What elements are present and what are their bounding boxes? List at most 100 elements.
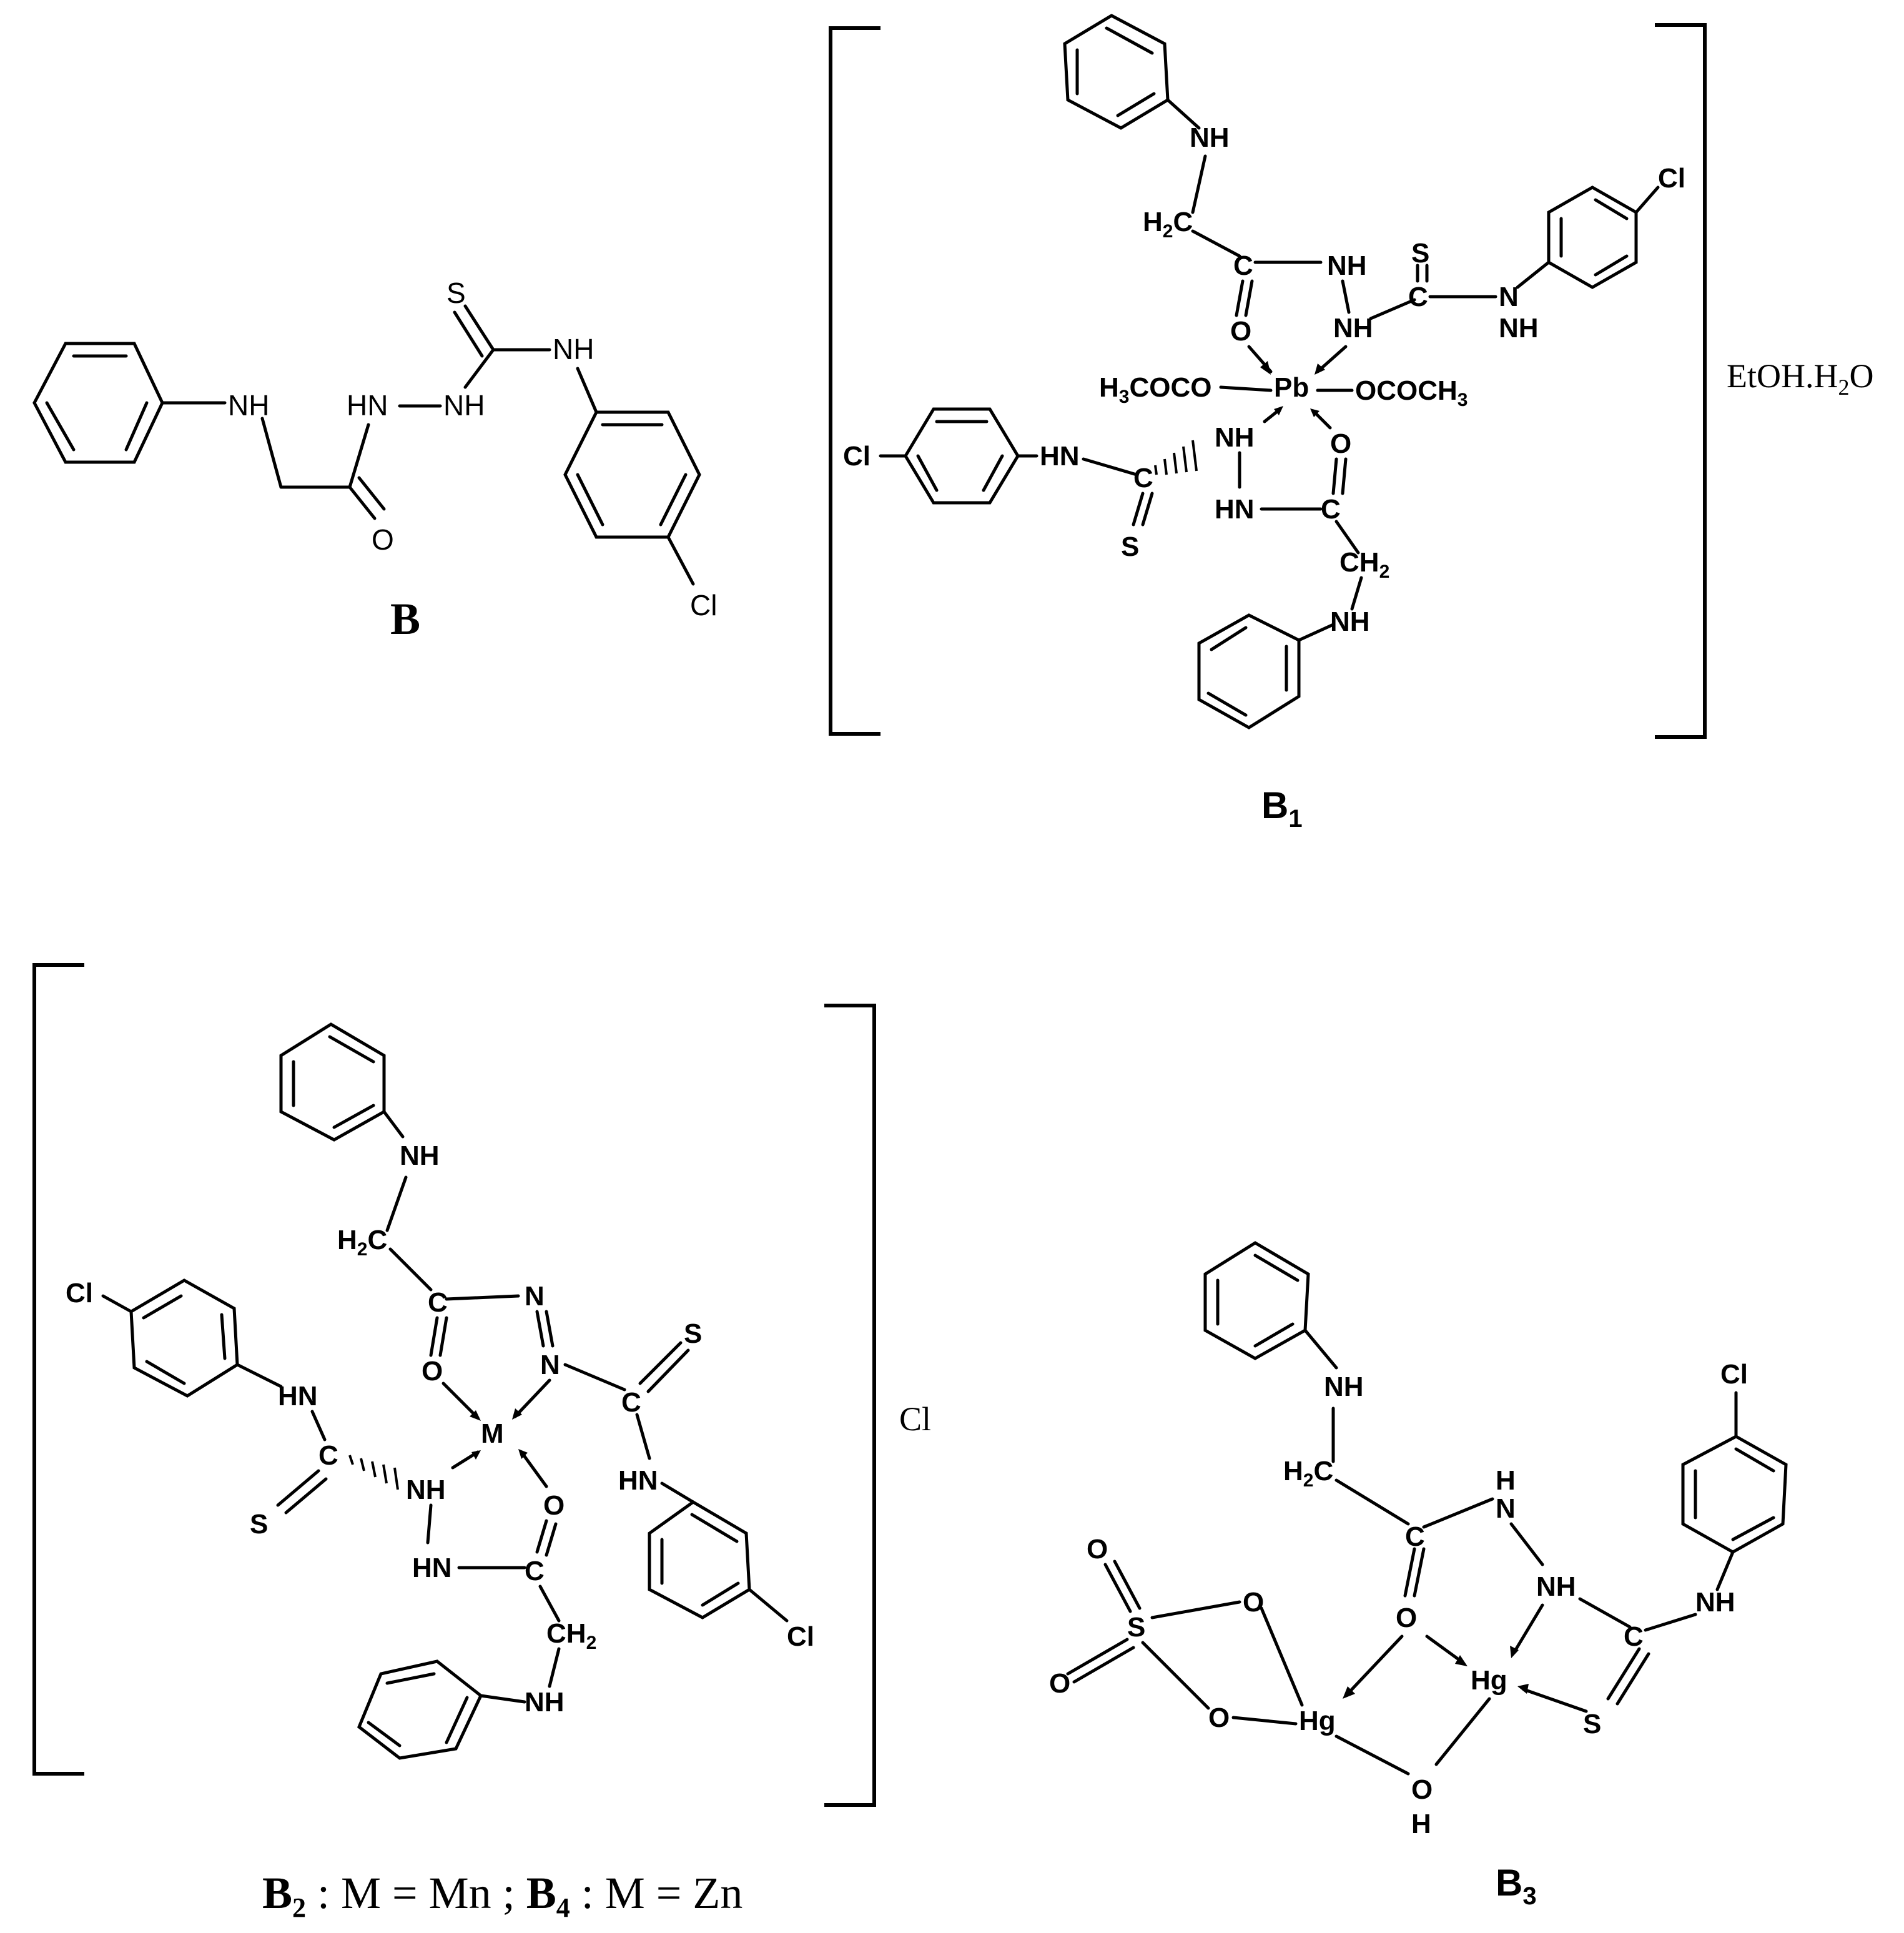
hydrazide-nh-b: NH (1333, 313, 1373, 344)
thione-c-right-b2: C (621, 1387, 641, 1418)
hydrazide-hn: HN (347, 389, 388, 422)
counter-ion-cl: Cl (899, 1400, 931, 1438)
sulfate-o-bottom: O (1208, 1703, 1230, 1733)
thione-s-top: S (1411, 238, 1429, 269)
amine-nh-top-b2: NH (400, 1140, 440, 1171)
phenyl-ring-top-b2 (279, 1022, 386, 1142)
mercury-hg-left: Hg (1299, 1706, 1336, 1736)
thione-s-right-b2: S (684, 1318, 702, 1349)
chloro-cl-left: Cl (843, 441, 871, 472)
chloro-cl: Cl (690, 589, 717, 621)
methylene-h2c-b2: H2C (337, 1225, 387, 1260)
chloro-cl-right: Cl (1658, 163, 1685, 194)
structure-b1: NH H2C C NH O NH C S N NH Cl Pb (829, 14, 1873, 833)
phenyl-ring (32, 342, 164, 464)
thiourea-hn-left-b2: HN (278, 1381, 318, 1411)
hydroxo-o: O (1411, 1774, 1433, 1805)
thione-c-left-b2: C (318, 1440, 338, 1471)
chlorophenyl-ring-right-b2 (648, 1500, 751, 1619)
phenyl-ring-bottom (1197, 613, 1301, 729)
structure-b2-b4: NH H2C C N N O C S HN Cl M (32, 963, 931, 1923)
amine-nh-top: NH (1190, 122, 1230, 153)
carbonyl-o2-b2: O (543, 1490, 565, 1521)
amine-nh-top-b3: NH (1324, 1372, 1364, 1402)
carbonyl-c-top: C (1233, 250, 1253, 281)
thiourea-nh: NH (553, 333, 594, 365)
structure-b3-caption: B3 (1496, 1862, 1537, 1910)
thione-s: S (446, 277, 466, 309)
carbonyl-o-top: O (1230, 316, 1251, 347)
methylene-ch2-b2: CH2 (546, 1618, 596, 1653)
thiourea-n-right: N (1499, 282, 1519, 312)
thione-c-mid: C (1133, 463, 1153, 493)
hydrazide-n-b3: N (1496, 1493, 1516, 1524)
structure-b: NH O HN NH S NH Cl B (32, 277, 717, 644)
thione-c-top: C (1408, 282, 1428, 312)
carbonyl-c-b2: C (428, 1287, 448, 1318)
structure-b-caption: B (390, 594, 420, 644)
right-bracket-b2 (824, 1004, 876, 1807)
hydrazide-nh2-b3: NH (1536, 1571, 1576, 1602)
sulfate-o-top: O (1087, 1534, 1108, 1565)
thione-s-left-b2: S (250, 1509, 268, 1540)
phenyl-ring-top (1063, 14, 1170, 130)
azo-n1: N (525, 1281, 545, 1312)
carbonyl-c2-b2: C (525, 1556, 545, 1586)
hydrazide-nh-a: NH (1327, 250, 1367, 281)
acetate-right: OCOCH3 (1355, 375, 1467, 410)
carbonyl-c-bottom: C (1321, 494, 1341, 525)
sulfate-o-right: O (1243, 1587, 1264, 1618)
chloro-cl-left-b2: Cl (66, 1278, 93, 1308)
left-bracket-b2 (32, 963, 84, 1776)
phenyl-ring-bottom-b2 (357, 1659, 483, 1760)
carbonyl-o-b3: O (1396, 1603, 1417, 1633)
solvate-label: EtOH.H2O (1727, 357, 1873, 400)
lead-pb: Pb (1274, 372, 1309, 403)
thione-c-b3: C (1624, 1621, 1644, 1652)
hashed-wedge-bond (1154, 440, 1198, 475)
thiourea-hn-left: HN (1040, 441, 1080, 472)
methylene-ch2: CH2 (1339, 547, 1389, 582)
chlorophenyl-ring-left-b2 (129, 1278, 239, 1398)
chlorophenyl-ring-left (904, 407, 1020, 505)
amine-nh-bottom: NH (1330, 606, 1370, 637)
hydrazide-h-b3: H (1496, 1465, 1516, 1496)
chlorophenyl-ring (563, 410, 701, 539)
amine-nh: NH (228, 389, 269, 422)
hydrazide-hn-d: HN (1215, 494, 1255, 525)
thiourea-hn-right-b2: HN (618, 1465, 658, 1496)
right-bracket (1655, 23, 1707, 739)
hydrazide-nh-c: NH (1215, 422, 1255, 453)
metal-m: M (481, 1418, 504, 1449)
thione-s-bottom: S (1121, 531, 1139, 562)
sulfate-s: S (1127, 1612, 1145, 1643)
carbonyl-c-b3: C (1405, 1521, 1425, 1552)
structure-b3: NH H2C C H N NH O C NH Cl Hg Hg (1049, 1241, 1788, 1910)
mercury-hg-right: Hg (1471, 1665, 1507, 1696)
amine-nh-bottom-b2: NH (525, 1687, 565, 1718)
structure-b1-caption: B1 (1261, 784, 1303, 833)
thione-s-b3: S (1583, 1709, 1601, 1739)
chloro-cl-b3: Cl (1720, 1359, 1748, 1390)
hydrazide-nh-c-b2: NH (406, 1475, 446, 1505)
carbonyl-o-bottom: O (1330, 428, 1351, 459)
chlorophenyl-ring-b3 (1681, 1435, 1788, 1554)
structure-b2-b4-caption: B2 : M = Mn ; B4 : M = Zn (262, 1868, 742, 1923)
chlorophenyl-ring-right (1547, 185, 1638, 289)
hydrazide-hn-d-b2: HN (412, 1553, 452, 1583)
thiourea-h-right: NH (1499, 313, 1539, 344)
hashed-wedge-bond-b2 (348, 1455, 399, 1490)
methylene-h2c-b3: H2C (1283, 1456, 1333, 1491)
chloro-cl-right-b2: Cl (787, 1621, 814, 1652)
phenyl-ring-top-b3 (1203, 1241, 1310, 1360)
acetate-left: H3COCO (1099, 372, 1211, 407)
azo-n2: N (540, 1350, 560, 1380)
carbonyl-o-b2: O (422, 1356, 443, 1387)
carbonyl-o: O (372, 523, 394, 556)
thiourea-nh-right-b3: NH (1695, 1587, 1735, 1618)
left-bracket (829, 26, 880, 736)
methylene-h2c: H2C (1143, 207, 1193, 242)
hydroxo-h: H (1411, 1809, 1431, 1839)
hydrazide-nh: NH (443, 389, 485, 422)
